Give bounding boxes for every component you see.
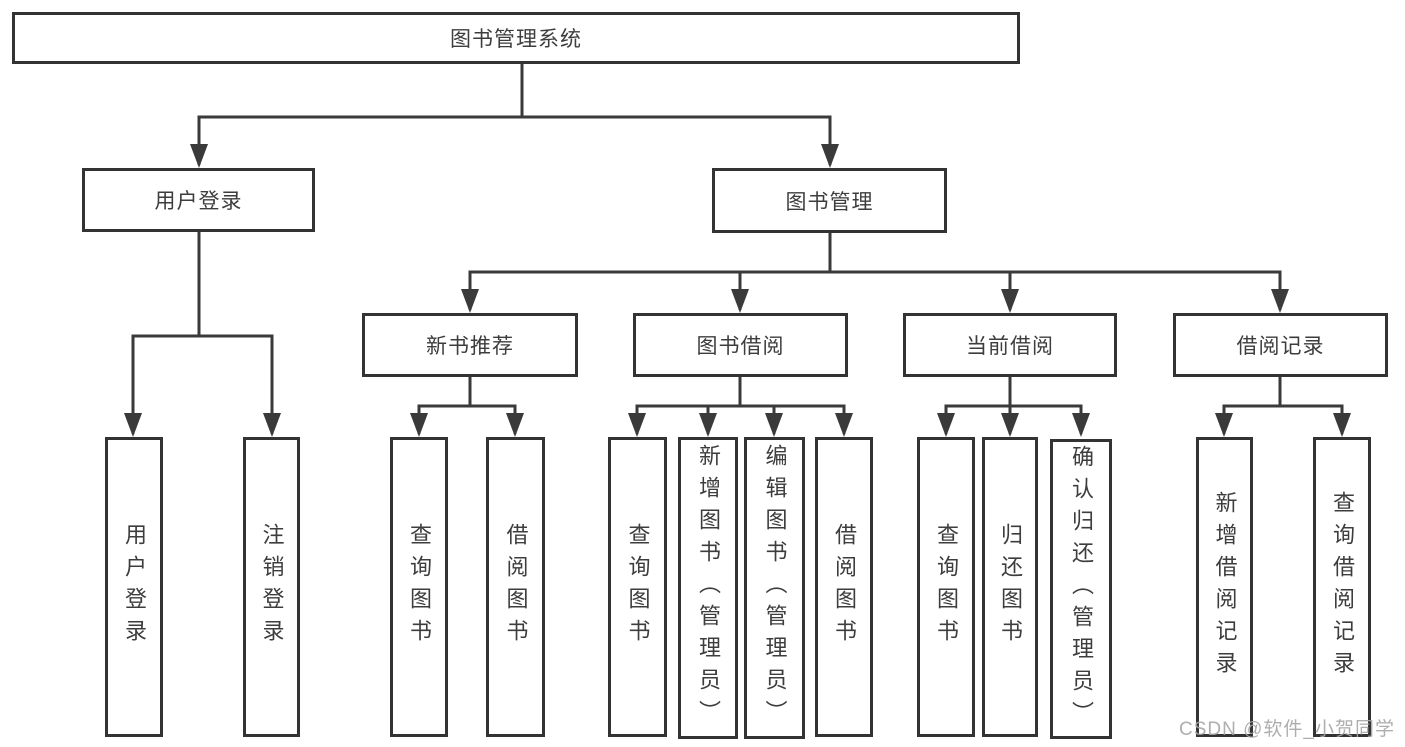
leaf-logout-login: 注销登录 <box>243 437 300 737</box>
csdn-watermark: CSDN @软件_小贺同学 <box>1179 719 1395 740</box>
node-borrow-record: 借阅记录 <box>1173 313 1388 377</box>
node-book-management: 图书管理 <box>712 168 947 233</box>
node-user-login: 用户登录 <box>82 168 315 232</box>
node-label: 确认归还（管理员） <box>1069 445 1094 733</box>
leaf-borrow-add-book-admin: 新增图书（管理员） <box>678 437 738 739</box>
node-label: 新增借阅记录 <box>1212 491 1238 683</box>
node-label: 当前借阅 <box>966 335 1054 358</box>
node-label: 编辑图书（管理员） <box>762 444 788 732</box>
leaf-current-confirm-return-admin: 确认归还（管理员） <box>1050 439 1112 739</box>
node-label: 查询图书 <box>934 523 959 651</box>
node-label: 用户登录 <box>122 523 147 651</box>
node-label: 新书推荐 <box>426 335 514 358</box>
leaf-borrow-query-book: 查询图书 <box>608 437 667 737</box>
leaf-recommend-borrow-book: 借阅图书 <box>486 437 545 737</box>
leaf-current-return-book: 归还图书 <box>982 437 1038 737</box>
node-label: 借阅记录 <box>1236 335 1325 358</box>
leaf-current-query-book: 查询图书 <box>917 437 975 737</box>
node-current-borrow: 当前借阅 <box>903 313 1117 377</box>
node-label: 查询借阅记录 <box>1330 491 1355 683</box>
node-label: 新增图书（管理员） <box>696 444 721 732</box>
node-book-borrow: 图书借阅 <box>633 313 848 377</box>
node-new-book-recommend: 新书推荐 <box>362 313 578 377</box>
leaf-borrow-borrow-book: 借阅图书 <box>815 437 873 737</box>
node-label: 查询图书 <box>407 523 432 651</box>
node-library-management-system: 图书管理系统 <box>12 12 1020 64</box>
node-label: 图书借阅 <box>696 335 785 358</box>
node-label: 查询图书 <box>625 523 651 651</box>
leaf-record-add-borrow-record: 新增借阅记录 <box>1196 437 1253 737</box>
node-label: 注销登录 <box>259 523 285 651</box>
leaf-user-login: 用户登录 <box>105 437 163 737</box>
node-label: 图书管理 <box>785 190 874 214</box>
node-label: 图书管理系统 <box>450 28 582 51</box>
node-label: 借阅图书 <box>503 523 529 651</box>
leaf-borrow-edit-book-admin: 编辑图书（管理员） <box>744 437 805 739</box>
node-label: 归还图书 <box>998 523 1023 651</box>
leaf-recommend-query-book: 查询图书 <box>390 437 448 737</box>
node-label: 用户登录 <box>154 190 243 213</box>
leaf-record-query-borrow-record: 查询借阅记录 <box>1313 437 1371 737</box>
node-label: 借阅图书 <box>832 523 857 651</box>
